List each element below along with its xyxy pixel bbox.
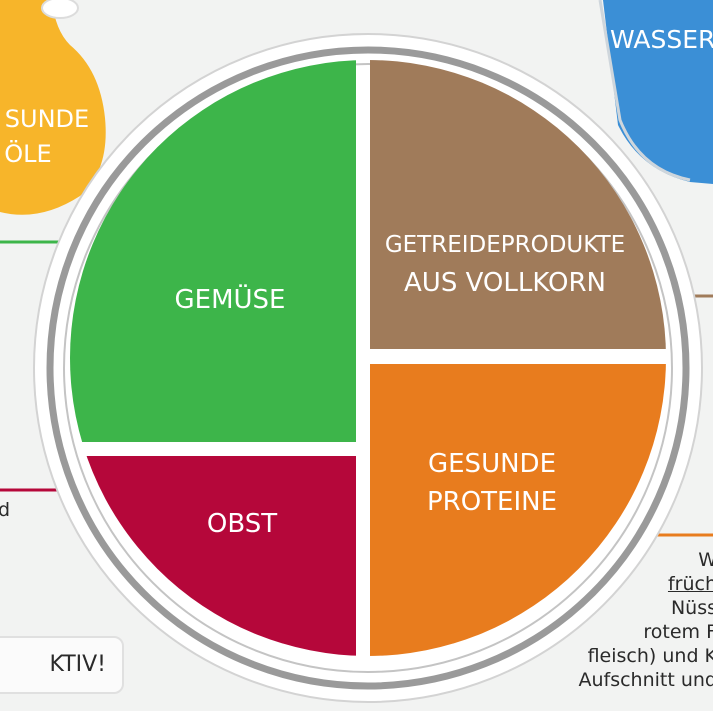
protein-note-line4: rotem F (643, 621, 713, 643)
oil-label-line1: SUNDE (5, 105, 89, 133)
label-vegetables: GEMÜSE (175, 283, 286, 315)
oil-bottle: SUNDE ÖLE (0, 0, 106, 215)
left-text-fragment: d (0, 499, 11, 521)
oil-label-line2: ÖLE (4, 139, 51, 168)
active-box-label: KTIV! (49, 652, 106, 677)
active-box: KTIV! (0, 636, 124, 694)
protein-note-line1: W (698, 549, 713, 571)
protein-note: W früch Nüss rotem F fleisch) und K Aufs… (578, 548, 713, 692)
protein-note-line3: Nüss (670, 597, 713, 619)
protein-note-line6: Aufschnitt und (578, 669, 713, 691)
protein-note-line5: fleisch) und K (587, 645, 713, 667)
label-fruit: OBST (207, 509, 277, 539)
protein-note-line2: früch (667, 573, 713, 595)
label-grains-line1: GETREIDEPRODUKTE (385, 232, 625, 258)
label-protein-line1: GESUNDE (428, 449, 556, 479)
label-grains-line2: AUS VOLLKORN (404, 268, 606, 298)
label-protein-line2: PROTEINE (427, 487, 557, 517)
water-glass: WASSER (598, 0, 713, 184)
water-label: WASSER (610, 25, 713, 54)
